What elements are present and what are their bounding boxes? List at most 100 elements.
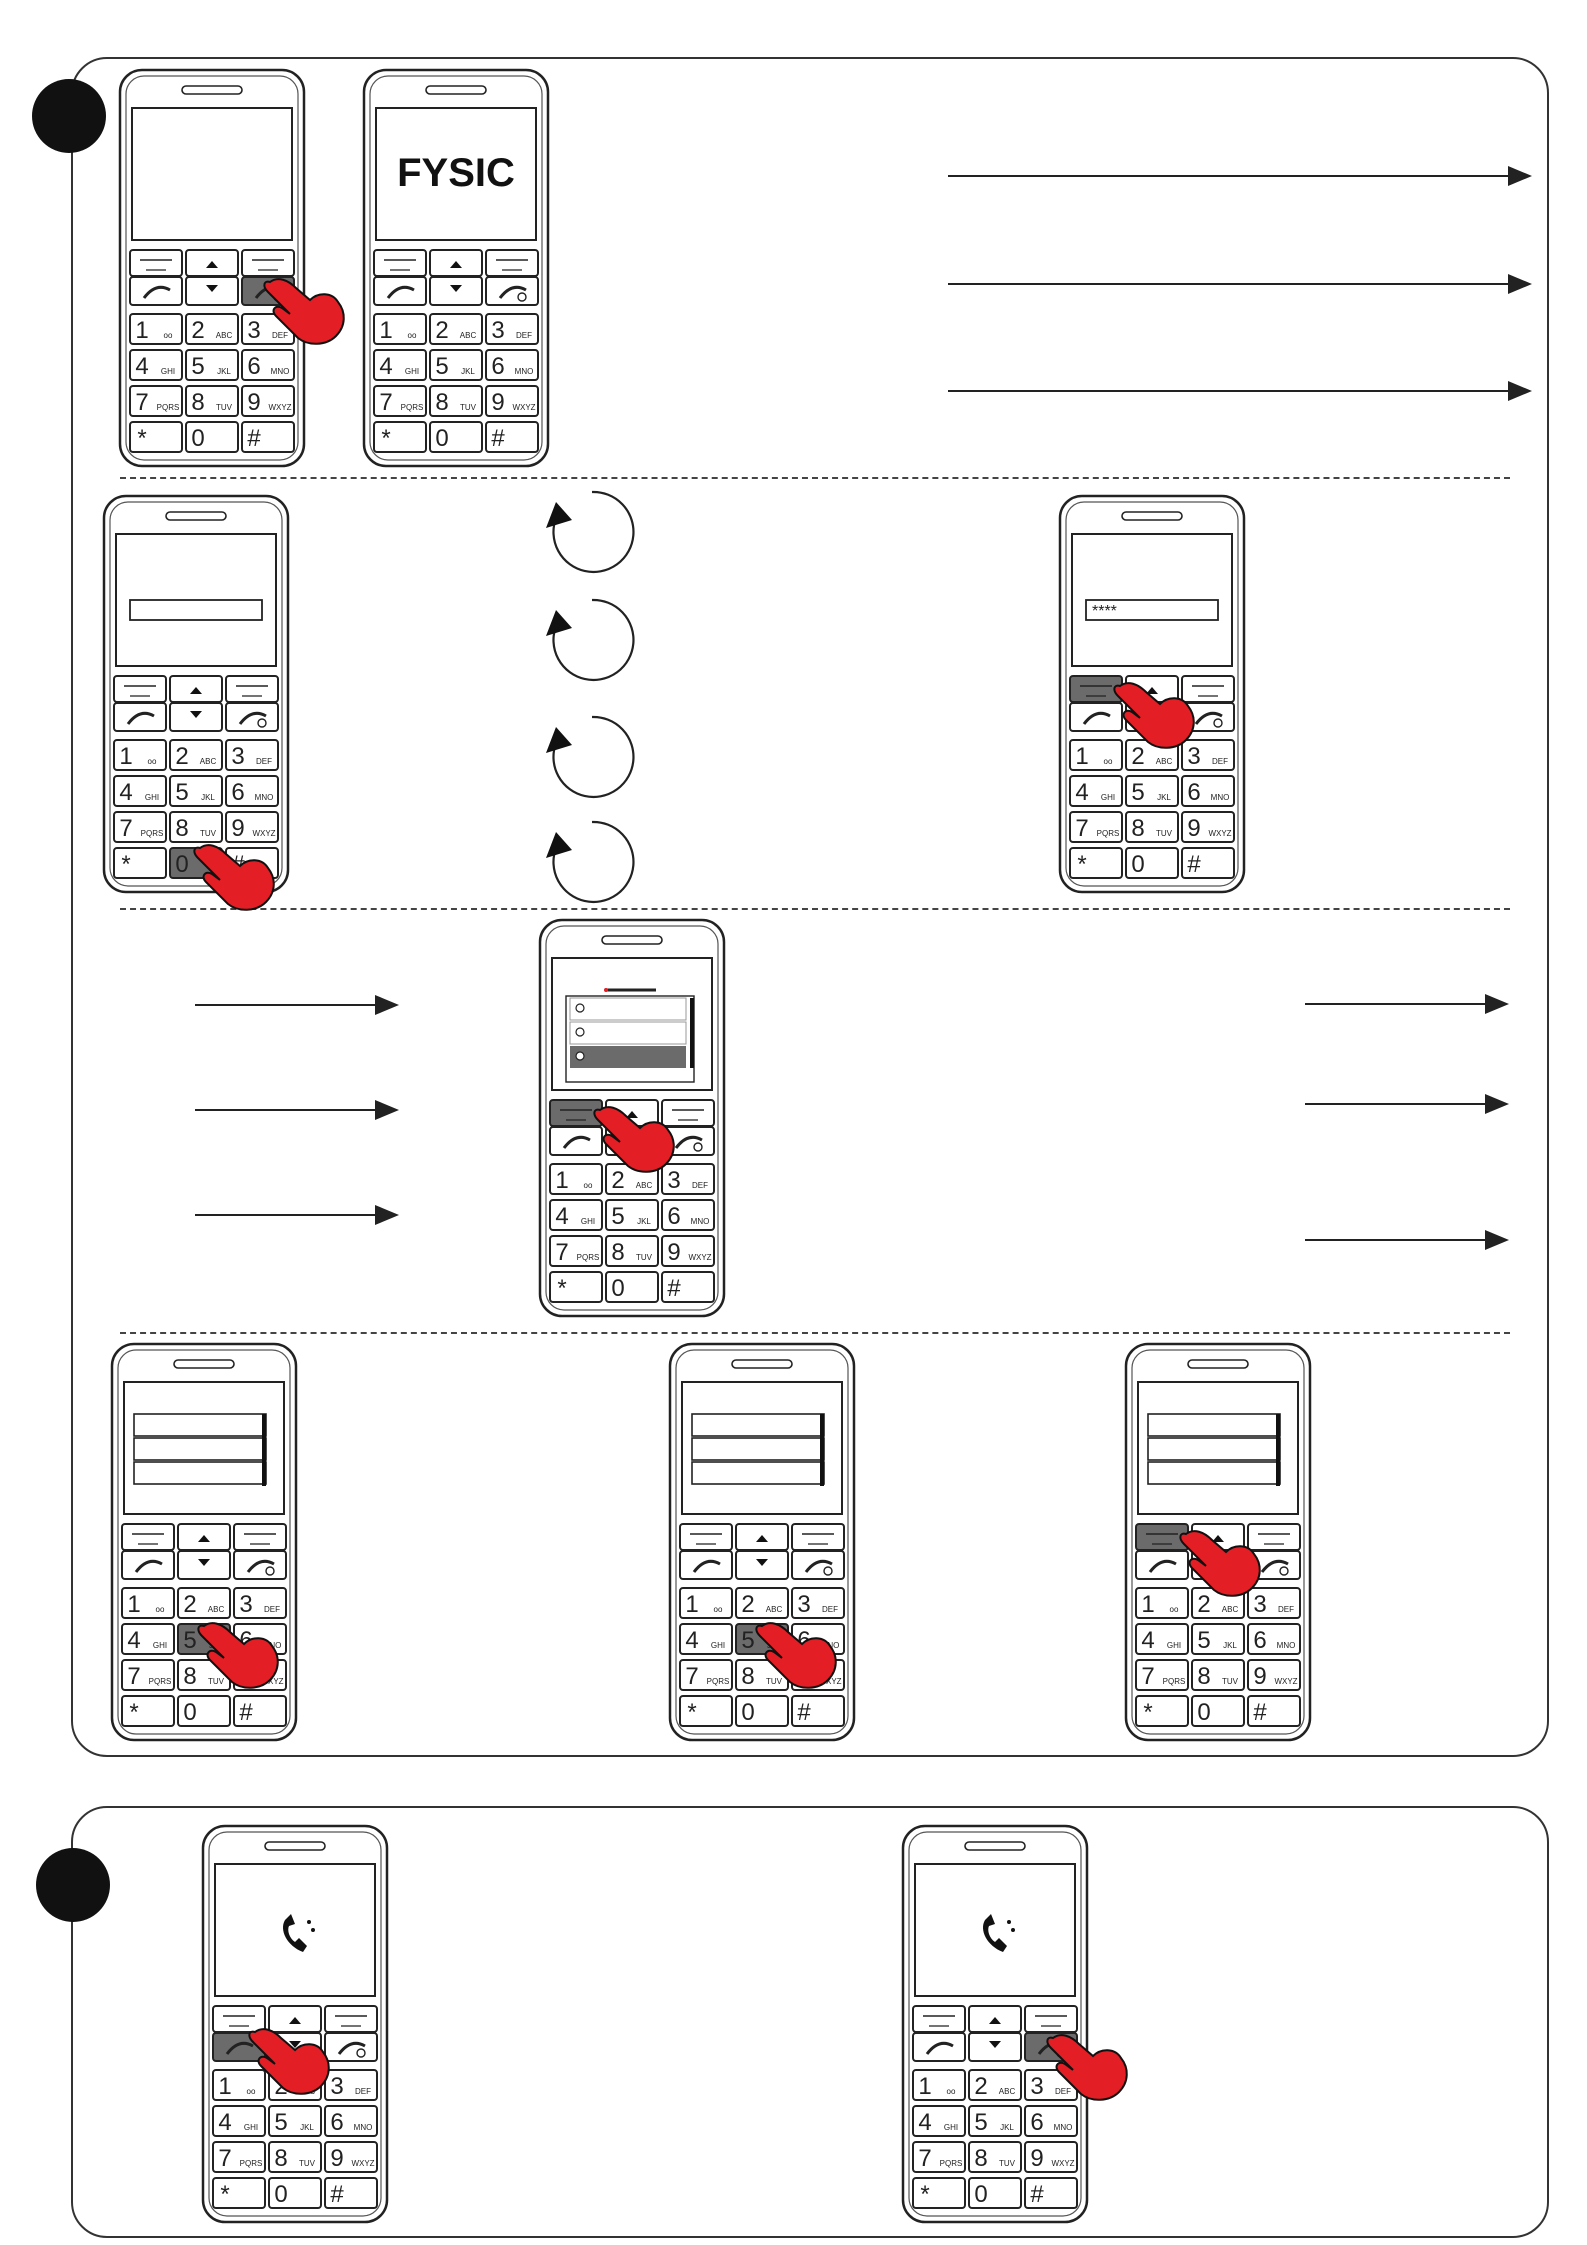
keypad-key[interactable] <box>169 739 223 771</box>
keypad-key[interactable] <box>679 1659 733 1691</box>
keypad-key[interactable] <box>225 775 279 807</box>
right-softkey[interactable] <box>661 1099 715 1127</box>
left-softkey[interactable] <box>129 249 183 277</box>
keypad-key[interactable] <box>324 2141 378 2173</box>
keypad-key[interactable] <box>968 2141 1022 2173</box>
keypad-key[interactable] <box>912 2069 966 2101</box>
keypad-key[interactable] <box>1125 847 1179 879</box>
list-item[interactable] <box>1147 1413 1281 1437</box>
right-softkey[interactable] <box>1181 675 1235 703</box>
keypad-key[interactable] <box>1181 847 1235 879</box>
keypad-key[interactable] <box>485 385 539 417</box>
keypad-key[interactable] <box>1135 1587 1189 1619</box>
keypad-key[interactable] <box>605 1199 659 1231</box>
keypad-key[interactable] <box>177 1695 231 1727</box>
keypad-key[interactable] <box>679 1695 733 1727</box>
keypad-key[interactable] <box>1247 1623 1301 1655</box>
keypad-key[interactable] <box>1069 739 1123 771</box>
list-item[interactable] <box>1147 1437 1281 1461</box>
menu-item-selected[interactable] <box>570 1046 686 1068</box>
keypad-key[interactable] <box>1247 1695 1301 1727</box>
keypad-key[interactable] <box>1247 1659 1301 1691</box>
keypad-key[interactable] <box>1135 1623 1189 1655</box>
call-key[interactable] <box>113 702 167 732</box>
keypad-key[interactable] <box>121 1587 175 1619</box>
keypad-key[interactable] <box>185 421 239 453</box>
call-key[interactable] <box>121 1550 175 1580</box>
keypad-key[interactable] <box>129 421 183 453</box>
left-softkey[interactable] <box>113 675 167 703</box>
keypad-key[interactable] <box>129 385 183 417</box>
right-softkey[interactable] <box>1247 1523 1301 1551</box>
keypad-key[interactable] <box>113 811 167 843</box>
keypad-key[interactable] <box>429 421 483 453</box>
keypad-key[interactable] <box>429 349 483 381</box>
keypad-key[interactable] <box>113 847 167 879</box>
list-item[interactable] <box>133 1437 267 1461</box>
keypad-key[interactable] <box>241 385 295 417</box>
keypad-key[interactable] <box>225 811 279 843</box>
keypad-key[interactable] <box>121 1623 175 1655</box>
keypad-key[interactable] <box>549 1235 603 1267</box>
keypad-key[interactable] <box>679 1587 733 1619</box>
keypad-key[interactable] <box>212 2177 266 2209</box>
keypad-key[interactable] <box>1125 811 1179 843</box>
keypad-key[interactable] <box>169 811 223 843</box>
keypad-key[interactable] <box>968 2105 1022 2137</box>
end-key[interactable] <box>791 1550 845 1580</box>
keypad-key[interactable] <box>912 2141 966 2173</box>
keypad-key[interactable] <box>212 2069 266 2101</box>
keypad-key[interactable] <box>324 2069 378 2101</box>
keypad-key[interactable] <box>968 2069 1022 2101</box>
right-softkey[interactable] <box>225 675 279 703</box>
keypad-key[interactable] <box>268 2177 322 2209</box>
keypad-key[interactable] <box>485 421 539 453</box>
keypad-key[interactable] <box>113 775 167 807</box>
keypad-key[interactable] <box>241 349 295 381</box>
keypad-key[interactable] <box>1191 1623 1245 1655</box>
keypad-key[interactable] <box>1247 1587 1301 1619</box>
keypad-key[interactable] <box>373 385 427 417</box>
right-softkey[interactable] <box>791 1523 845 1551</box>
list-item[interactable] <box>133 1461 267 1485</box>
keypad-key[interactable] <box>225 739 279 771</box>
keypad-key[interactable] <box>1135 1695 1189 1727</box>
keypad-key[interactable] <box>373 313 427 345</box>
call-key[interactable] <box>373 276 427 306</box>
left-softkey[interactable] <box>212 2005 266 2033</box>
keypad-key[interactable] <box>185 349 239 381</box>
end-key[interactable] <box>225 702 279 732</box>
pin-input[interactable] <box>129 599 263 621</box>
keypad-key[interactable] <box>177 1587 231 1619</box>
right-softkey[interactable] <box>324 2005 378 2033</box>
pin-input[interactable] <box>1085 599 1219 621</box>
keypad-key[interactable] <box>735 1695 789 1727</box>
keypad-key[interactable] <box>373 349 427 381</box>
call-key[interactable] <box>912 2032 966 2062</box>
keypad-key[interactable] <box>1181 775 1235 807</box>
call-key[interactable] <box>549 1126 603 1156</box>
menu-item[interactable] <box>569 1021 687 1045</box>
keypad-key[interactable] <box>233 1587 287 1619</box>
keypad-key[interactable] <box>1024 2141 1078 2173</box>
keypad-key[interactable] <box>485 313 539 345</box>
keypad-key[interactable] <box>185 313 239 345</box>
end-key[interactable] <box>485 276 539 306</box>
call-key[interactable] <box>129 276 183 306</box>
keypad-key[interactable] <box>661 1163 715 1195</box>
right-softkey[interactable] <box>485 249 539 277</box>
keypad-key[interactable] <box>1069 775 1123 807</box>
keypad-key[interactable] <box>549 1199 603 1231</box>
keypad-key[interactable] <box>1024 2177 1078 2209</box>
keypad-key[interactable] <box>1069 847 1123 879</box>
keypad-key[interactable] <box>912 2177 966 2209</box>
left-softkey[interactable] <box>912 2005 966 2033</box>
keypad-key[interactable] <box>735 1587 789 1619</box>
keypad-key[interactable] <box>1191 1659 1245 1691</box>
left-softkey[interactable] <box>373 249 427 277</box>
keypad-key[interactable] <box>429 385 483 417</box>
keypad-key[interactable] <box>549 1271 603 1303</box>
keypad-key[interactable] <box>373 421 427 453</box>
right-softkey[interactable] <box>241 249 295 277</box>
end-key[interactable] <box>233 1550 287 1580</box>
